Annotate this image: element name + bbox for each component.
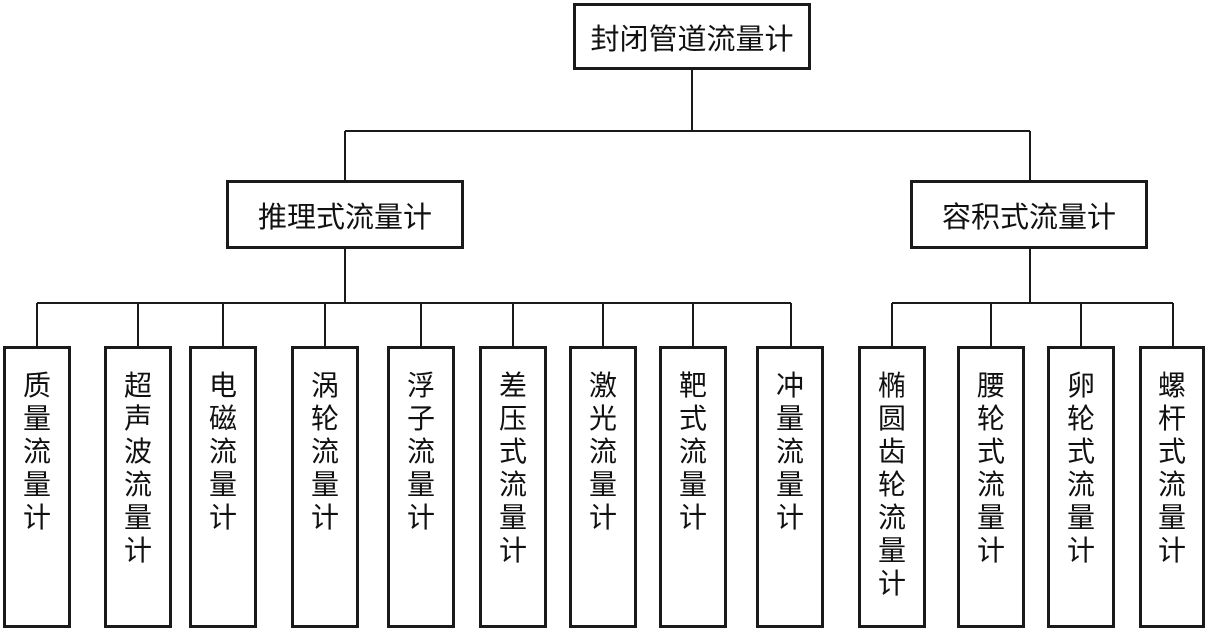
node-label: 冲量流量计 <box>775 369 804 534</box>
volumetric-node: 容积式流量计 <box>910 180 1148 249</box>
oval-wheel-flowmeter-node: 卵轮式流量计 <box>1047 346 1115 628</box>
node-label: 电磁流量计 <box>208 369 237 534</box>
volumetric-label: 容积式流量计 <box>941 199 1116 234</box>
screw-flowmeter-node: 螺杆式流量计 <box>1139 346 1205 628</box>
node-label: 靶式流量计 <box>678 369 707 534</box>
node-label: 激光流量计 <box>588 369 617 534</box>
target-flowmeter-node: 靶式流量计 <box>659 346 727 628</box>
node-label: 卵轮式流量计 <box>1066 369 1095 567</box>
node-label: 椭圆齿轮流量计 <box>877 369 906 600</box>
electromagnetic-flowmeter-node: 电磁流量计 <box>189 346 257 628</box>
laser-flowmeter-node: 激光流量计 <box>569 346 637 628</box>
mass-flowmeter-node: 质量流量计 <box>3 346 71 628</box>
differential-pressure-flowmeter-node: 差压式流量计 <box>479 346 547 628</box>
node-label: 差压式流量计 <box>498 369 527 567</box>
roots-flowmeter-node: 腰轮式流量计 <box>957 346 1025 628</box>
impulse-flowmeter-node: 冲量流量计 <box>756 346 824 628</box>
node-label: 浮子流量计 <box>406 369 435 534</box>
turbine-flowmeter-node: 涡轮流量计 <box>291 346 359 628</box>
float-flowmeter-node: 浮子流量计 <box>387 346 455 628</box>
oval-gear-flowmeter-node: 椭圆齿轮流量计 <box>858 346 926 628</box>
inferential-node: 推理式流量计 <box>226 180 464 249</box>
node-label: 涡轮流量计 <box>310 369 339 534</box>
root-node: 封闭管道流量计 <box>573 3 811 70</box>
ultrasonic-flowmeter-node: 超声波流量计 <box>104 346 172 628</box>
node-label: 质量流量计 <box>22 369 51 534</box>
node-label: 超声波流量计 <box>123 369 152 567</box>
node-label: 螺杆式流量计 <box>1157 369 1186 567</box>
root-label: 封闭管道流量计 <box>590 21 794 56</box>
node-label: 腰轮式流量计 <box>976 369 1005 567</box>
inferential-label: 推理式流量计 <box>257 199 432 234</box>
